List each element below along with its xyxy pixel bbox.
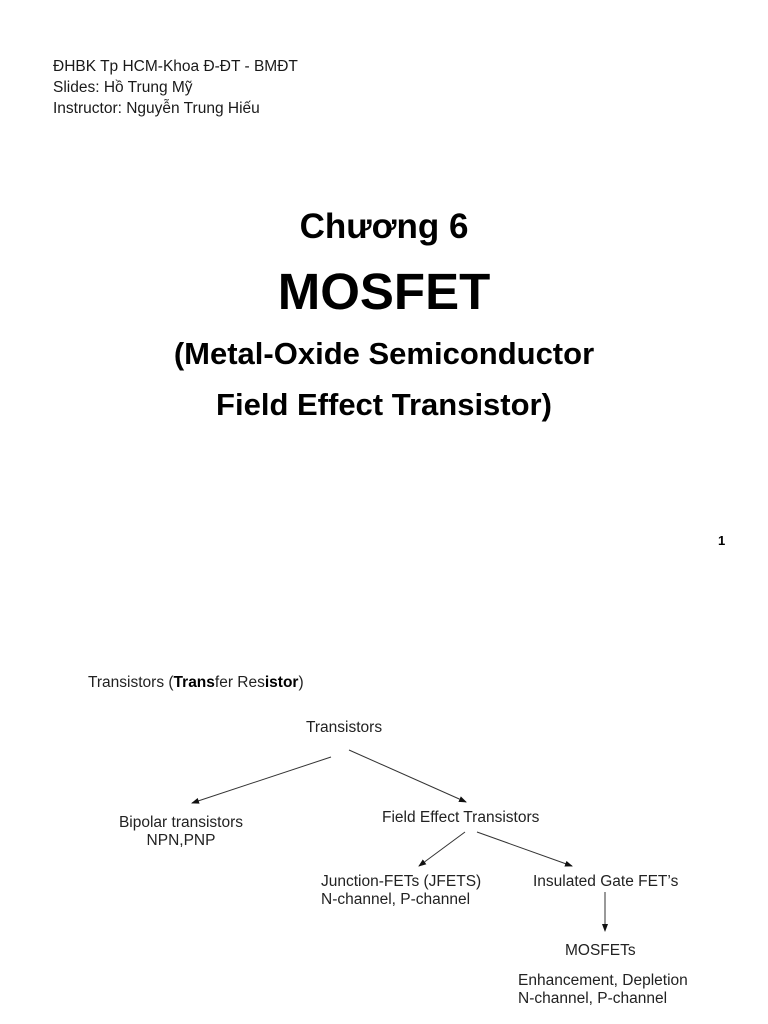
chapter-title: Chương 6 — [299, 207, 469, 246]
node-bipolar-label: Bipolar transistors — [118, 814, 244, 831]
arrow-fet-to-jfet — [418, 831, 466, 867]
node-transistors: Transistors — [306, 719, 383, 736]
diagram-heading: Transistors (Transfer Resistor) — [88, 674, 304, 692]
arrow-root-to-fet — [348, 749, 467, 803]
heading-suffix: ) — [298, 674, 304, 691]
page-number: 1 — [718, 533, 726, 548]
header-instructor: Instructor: Nguyễn Trung Hiếu — [53, 100, 260, 117]
node-jfet-label: Junction-FETs (JFETS) — [321, 873, 482, 890]
subtitle-line-2: Field Effect Transistor) — [216, 387, 552, 422]
heading-prefix: Transistors ( — [88, 674, 174, 691]
header-slides-author: Slides: Hồ Trung Mỹ — [53, 79, 193, 96]
node-bipolar: Bipolar transistors NPN,PNP — [111, 814, 251, 850]
header-institution: ĐHBK Tp HCM-Khoa Đ-ĐT - BMĐT — [53, 58, 298, 75]
node-bipolar-sub: NPN,PNP — [146, 832, 216, 849]
node-jfet: Junction-FETs (JFETS) N-channel, P-chann… — [321, 873, 481, 909]
node-mosfets-channels: N-channel, P-channel — [518, 990, 668, 1007]
slide-header: ĐHBK Tp HCM-Khoa Đ-ĐT - BMĐT Slides: Hồ … — [53, 56, 298, 119]
node-fet: Field Effect Transistors — [382, 809, 540, 826]
node-mosfets: MOSFETs — [565, 942, 636, 959]
node-jfet-sub: N-channel, P-channel — [321, 891, 471, 908]
node-mosfets-details: Enhancement, Depletion N-channel, P-chan… — [518, 972, 688, 1008]
node-mosfets-types: Enhancement, Depletion — [518, 972, 688, 989]
heading-mid: fer Res — [214, 674, 265, 691]
node-igfet: Insulated Gate FET’s — [533, 873, 679, 890]
arrow-root-to-bipolar — [191, 756, 332, 804]
arrow-fet-to-igfet — [476, 831, 573, 867]
heading-bold-istor: istor — [264, 674, 299, 691]
heading-bold-trans: Trans — [173, 674, 215, 691]
main-title: MOSFET — [277, 263, 491, 320]
subtitle-line-1: (Metal-Oxide Semiconductor — [173, 336, 595, 371]
